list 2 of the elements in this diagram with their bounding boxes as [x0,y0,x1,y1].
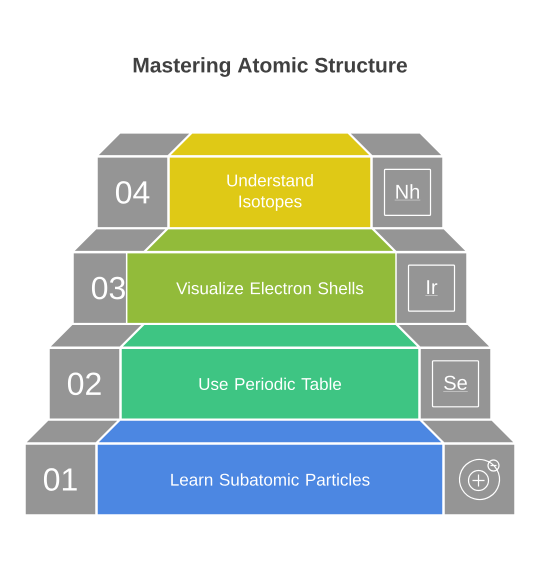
title: Mastering Atomic Structure [134,57,407,77]
step-box: Visualize Electron Shells [126,228,414,324]
